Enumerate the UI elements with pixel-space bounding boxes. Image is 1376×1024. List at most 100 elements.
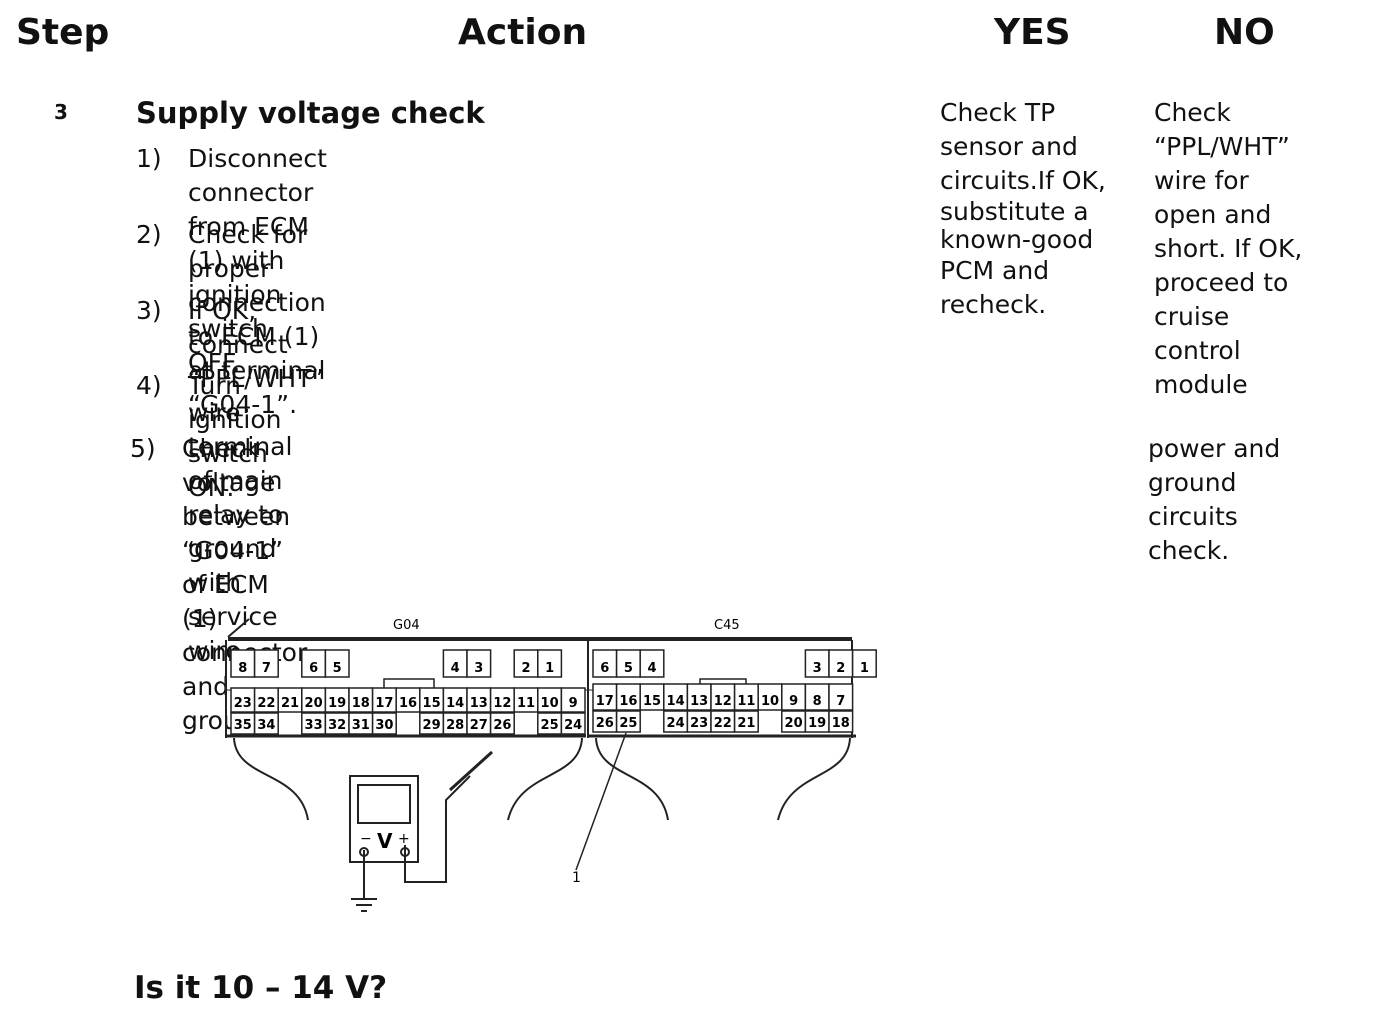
g04-pin-cell [324, 649, 350, 678]
g04-pin-label: 6 [309, 661, 318, 676]
g04-pin-label: 32 [328, 718, 346, 733]
g04-pin-label: 12 [493, 696, 511, 711]
c45-pin-label: 10 [761, 694, 779, 709]
g04-pin-label: 20 [305, 696, 323, 711]
g04-pin-label: 26 [493, 718, 511, 733]
header-step: Step [16, 12, 110, 53]
item-2-line-1: Check for proper connection to ECM (1) a… [188, 220, 326, 385]
g04-pin-label: 33 [305, 718, 323, 733]
item-1-line-2: switch OFF. [188, 314, 268, 377]
g04-pin-label: 4 [451, 661, 460, 676]
c45-pin-cell [851, 649, 877, 678]
meter-plus-label: + [398, 831, 410, 847]
g04-pin-label: 29 [423, 718, 441, 733]
step-number: 3 [54, 100, 68, 124]
c45-pin-label: 4 [647, 661, 656, 676]
g04-pin-cell [466, 649, 492, 678]
g04-pin-label: 17 [375, 696, 393, 711]
c45-pin-label: 3 [813, 661, 822, 676]
g04-pin-label: 22 [257, 696, 275, 711]
g04-pin-cell [560, 687, 586, 713]
g04-pin-label: 23 [234, 696, 252, 711]
question-text: Is it 10 – 14 V? [134, 970, 388, 1006]
g04-pin-label: 18 [352, 696, 370, 711]
item-2-line-2: “G04-1”. [188, 390, 298, 419]
g04-pin-label: 5 [333, 661, 342, 676]
g04-pin-cell [253, 712, 279, 735]
g04-pin-label: 24 [564, 718, 582, 733]
meter-unit-label: V [377, 829, 393, 853]
g04-pin-label: 25 [541, 718, 559, 733]
c45-pin-cell [639, 649, 665, 678]
no-text-continued: power and ground circuits check. [1148, 434, 1281, 565]
item-3-line-2: relay to ground with service wire. [188, 500, 284, 665]
g04-pin-label: 11 [517, 696, 535, 711]
g04-pin-label: 35 [234, 718, 252, 733]
connector-label-g04: G04 [393, 618, 420, 633]
action-title: Supply voltage check [136, 96, 485, 130]
c45-pin-label: 17 [596, 694, 614, 709]
c45-pin-label: 19 [808, 716, 826, 731]
g04-pin-label: 27 [470, 718, 488, 733]
g04-pin-cell [489, 712, 515, 735]
meter-minus-label: − [360, 831, 372, 847]
g04-pin-label: 10 [541, 696, 559, 711]
g04-pin-label: 2 [521, 661, 530, 676]
c45-pin-cell [615, 710, 641, 733]
g04-pin-label: 34 [257, 718, 275, 733]
c45-pin-label: 25 [619, 716, 637, 731]
c45-pin-label: 8 [813, 694, 822, 709]
c45-pin-label: 15 [643, 694, 661, 709]
c45-pin-label: 24 [667, 716, 685, 731]
c45-pin-label: 12 [714, 694, 732, 709]
g04-pin-cell [371, 712, 397, 735]
g04-pin-cell [253, 649, 279, 678]
g04-pin-label: 16 [399, 696, 417, 711]
c45-pin-label: 7 [836, 694, 845, 709]
g04-pin-label: 1 [545, 661, 554, 676]
c45-pin-label: 26 [596, 716, 614, 731]
c45-pin-label: 16 [619, 694, 637, 709]
g04-pin-label: 14 [446, 696, 464, 711]
c45-pin-label: 20 [785, 716, 803, 731]
g04-pin-label: 28 [446, 718, 464, 733]
g04-pin-label: 7 [262, 661, 271, 676]
g04-pin-label: 8 [238, 661, 247, 676]
c45-pin-cell [733, 710, 759, 733]
g04-pin-cell [560, 712, 586, 735]
ecm-callout-label: 1 [572, 870, 581, 886]
g04-pin-label: 3 [474, 661, 483, 676]
c45-pin-cell [828, 683, 854, 711]
c45-pin-label: 6 [600, 661, 609, 676]
item-5-line-1: Check voltage between “G04-1” of ECM (1) [182, 434, 291, 633]
g04-pin-label: 15 [423, 696, 441, 711]
connector-label-c45: C45 [714, 618, 740, 633]
g04-pin-label: 31 [352, 718, 370, 733]
c45-pin-label: 21 [737, 716, 755, 731]
c45-pin-label: 22 [714, 716, 732, 731]
c45-pin-label: 14 [667, 694, 685, 709]
meter-negative-jack [359, 847, 369, 857]
g04-pin-cell [537, 649, 563, 678]
g04-pin-label: 13 [470, 696, 488, 711]
item-1-line-1: Disconnect connector from ECM (1) with i… [188, 144, 327, 309]
c45-pin-label: 11 [737, 694, 755, 709]
no-text: Check “PPL/WHT” wire for open and short.… [1154, 98, 1303, 399]
c45-pin-label: 23 [690, 716, 708, 731]
header-action: Action [458, 12, 588, 53]
c45-pin-label: 13 [690, 694, 708, 709]
c45-pin-label: 5 [624, 661, 633, 676]
header-yes: YES [994, 12, 1071, 53]
yes-text: Check TP sensor and circuits.If OK, subs… [940, 98, 1106, 319]
c45-pin-cell [828, 710, 854, 733]
item-3-line-1: If OK, connect “PPL/WHT” wire terminal o… [188, 296, 324, 495]
g04-pin-label: 21 [281, 696, 299, 711]
c45-pin-label: 9 [789, 694, 798, 709]
meter-positive-jack [400, 847, 410, 857]
g04-pin-label: 9 [569, 696, 578, 711]
c45-pin-label: 18 [832, 716, 850, 731]
g04-pin-label: 30 [375, 718, 393, 733]
c45-pin-label: 2 [836, 661, 845, 676]
header-no: NO [1214, 12, 1275, 53]
